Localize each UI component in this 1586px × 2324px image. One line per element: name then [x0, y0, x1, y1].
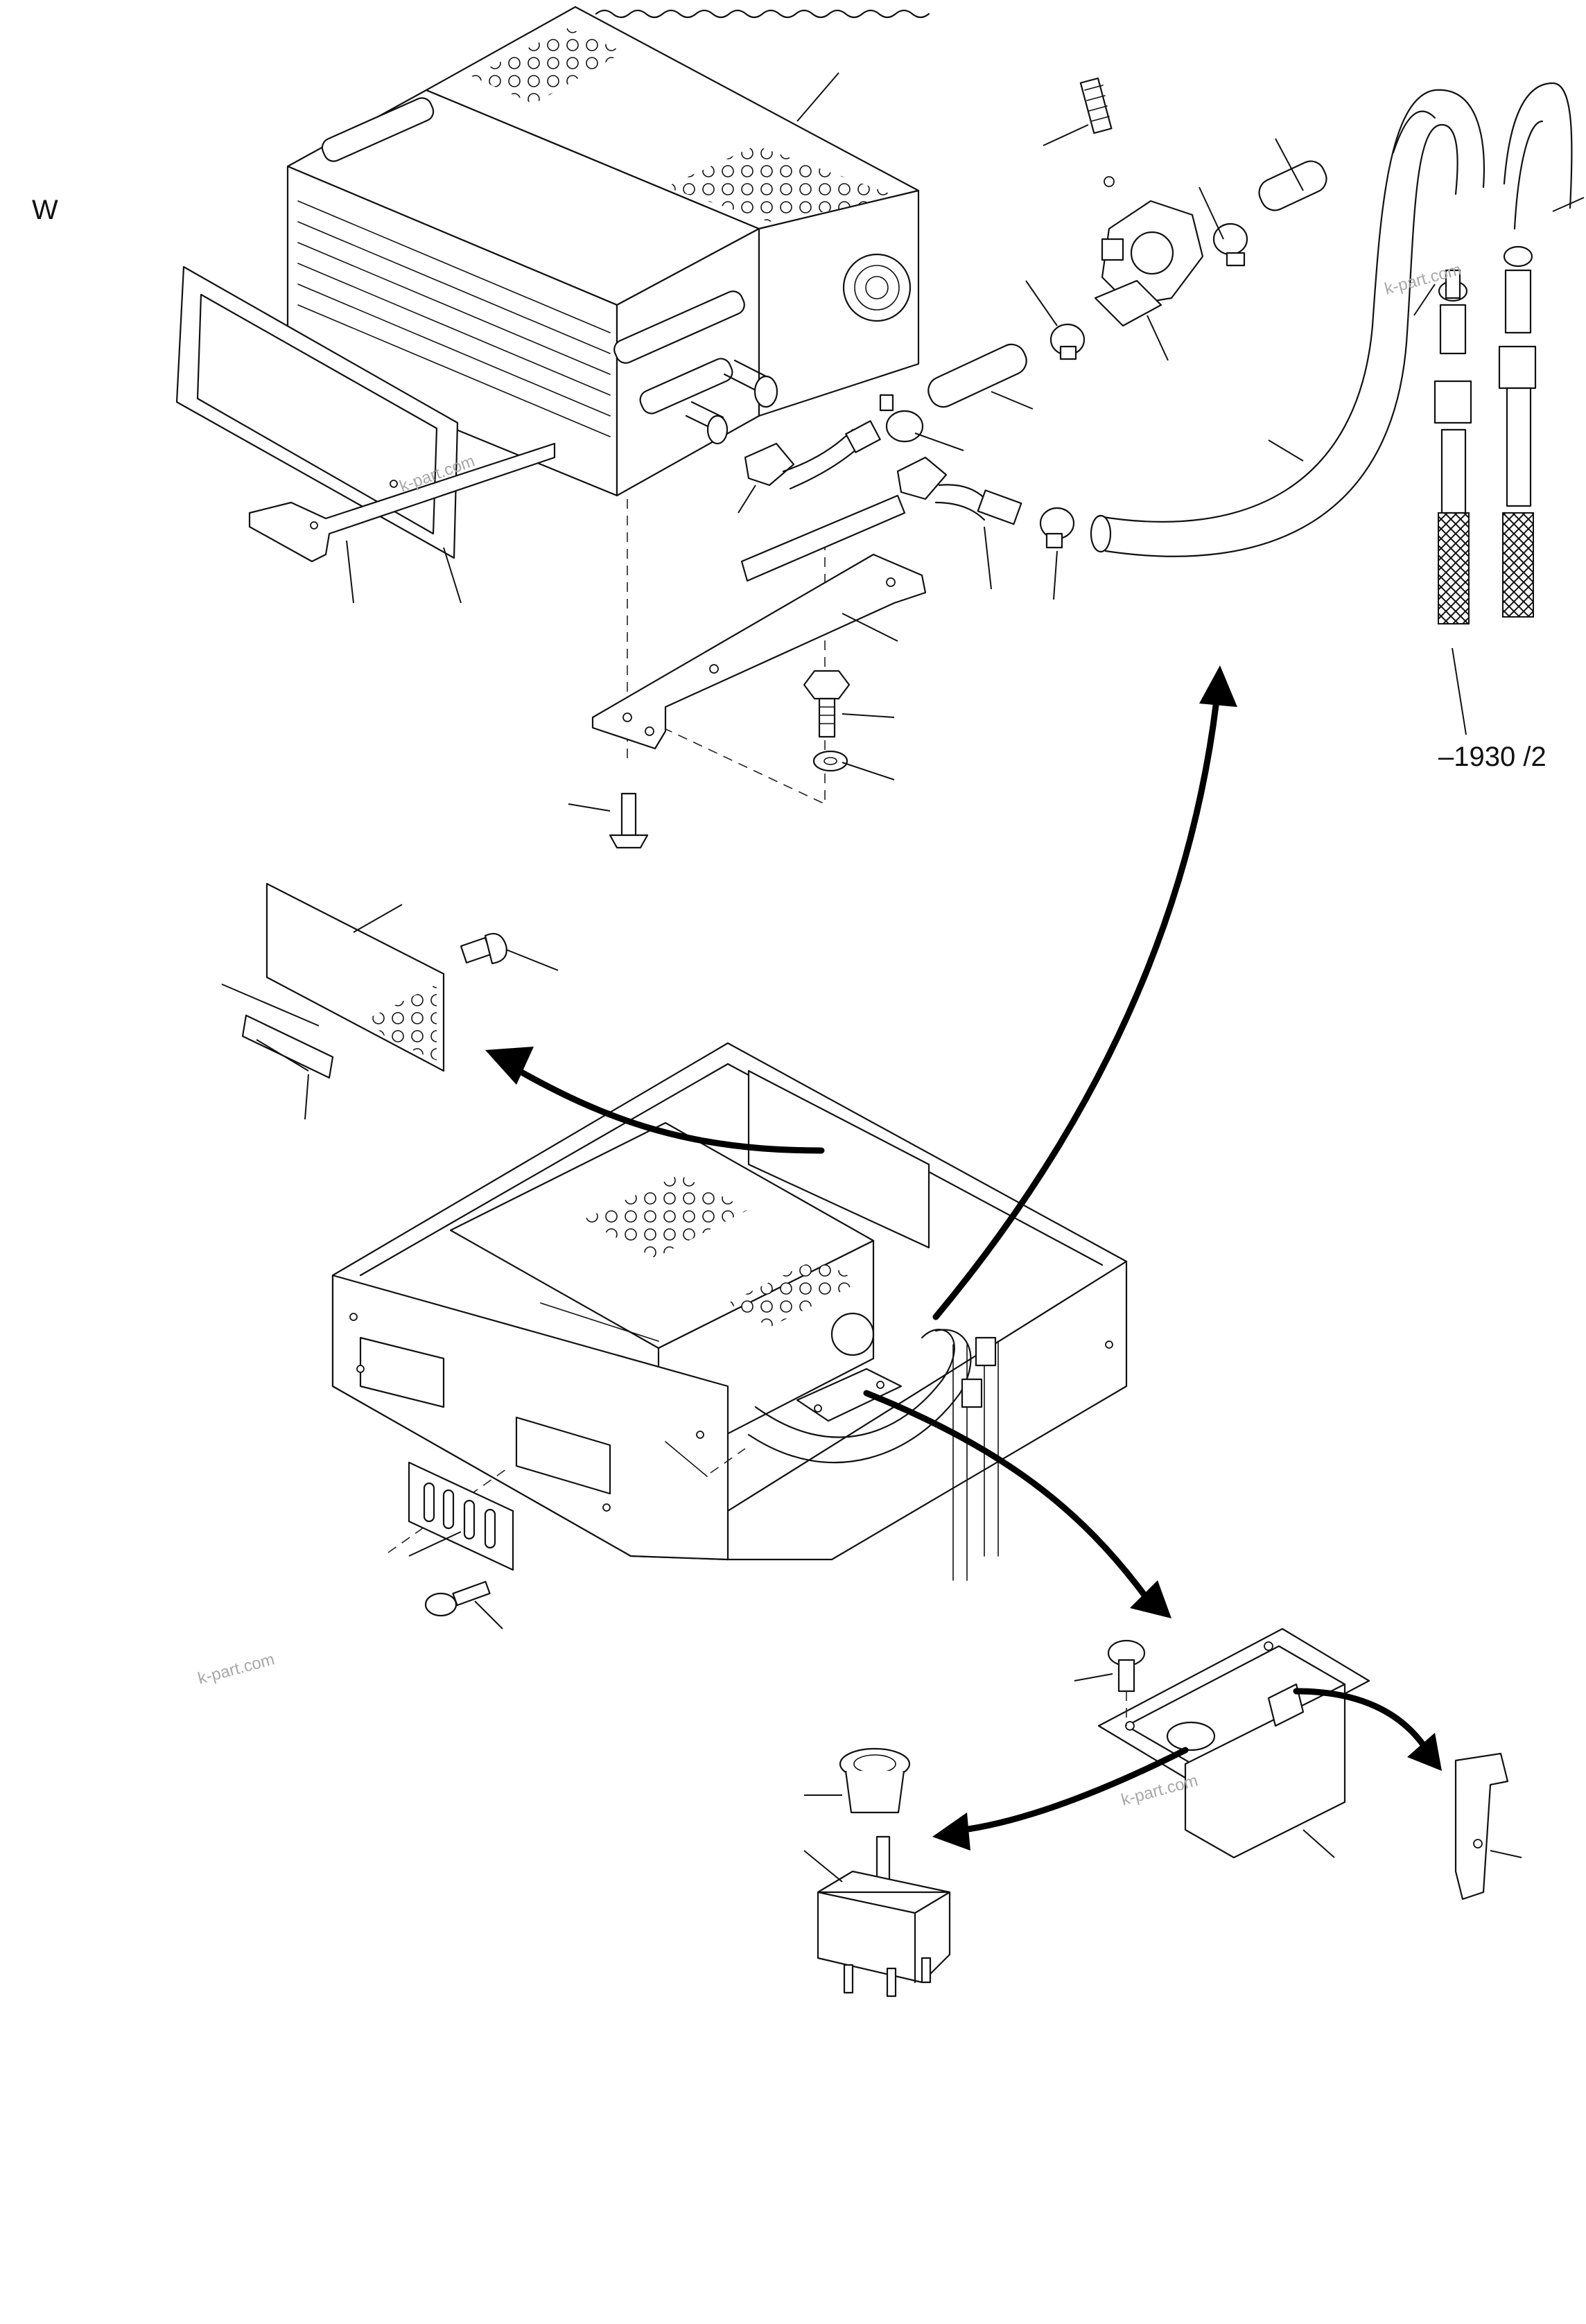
- long-hose: [1090, 82, 1573, 557]
- reference-label: –1930 /2: [1438, 742, 1546, 772]
- watermark: k-part.com: [196, 1650, 277, 1688]
- section-label: W: [32, 195, 58, 225]
- panel-screw: [1107, 1639, 1146, 1693]
- vent-screw: [460, 933, 507, 965]
- switch-panel: [1097, 1627, 1370, 1859]
- arrow-curved-icon: [1293, 1688, 1442, 1771]
- cable-assembly-right: [1498, 245, 1537, 618]
- washer: [812, 750, 848, 772]
- heater-unit: [286, 6, 930, 497]
- hose-clip-2: [1049, 323, 1086, 360]
- switch-relay: [817, 1835, 951, 1998]
- hose-stub-top: [1258, 160, 1327, 211]
- rocker-lever: [1454, 1752, 1509, 1901]
- elbow-fitting-right: [896, 456, 1022, 525]
- louvre-grille: [408, 1461, 514, 1571]
- valve-body: [1094, 200, 1204, 327]
- strip-plate: [740, 494, 906, 582]
- arrow-curved-icon: [932, 665, 1237, 1320]
- leader-lines: [221, 72, 1585, 1882]
- arrow-curved-icon: [863, 1390, 1171, 1618]
- grille-screw: [424, 1580, 491, 1617]
- bleed-screw: [1079, 77, 1115, 187]
- gasket-frame: [175, 265, 459, 559]
- arrow-curved-icon: [932, 1747, 1189, 1851]
- enclosure-box: [331, 1042, 1128, 1581]
- hose-clip-1: [879, 394, 924, 443]
- vent-cover: [265, 882, 445, 1072]
- seal-strip: [241, 1014, 334, 1079]
- arrow-curved-icon: [485, 1047, 825, 1154]
- hex-bolt: [803, 670, 851, 738]
- hose-clip-3: [1212, 222, 1248, 267]
- knob-cap: [839, 1747, 911, 1814]
- elbow-fitting-left: [744, 420, 881, 490]
- short-hose: [927, 343, 1027, 408]
- cable-assembly-left: [1434, 269, 1472, 624]
- countersunk-screw: [609, 792, 649, 849]
- hose-clip-4: [1039, 507, 1075, 549]
- mounting-bracket-lower: [591, 553, 927, 750]
- mounting-bracket-left: [248, 442, 556, 563]
